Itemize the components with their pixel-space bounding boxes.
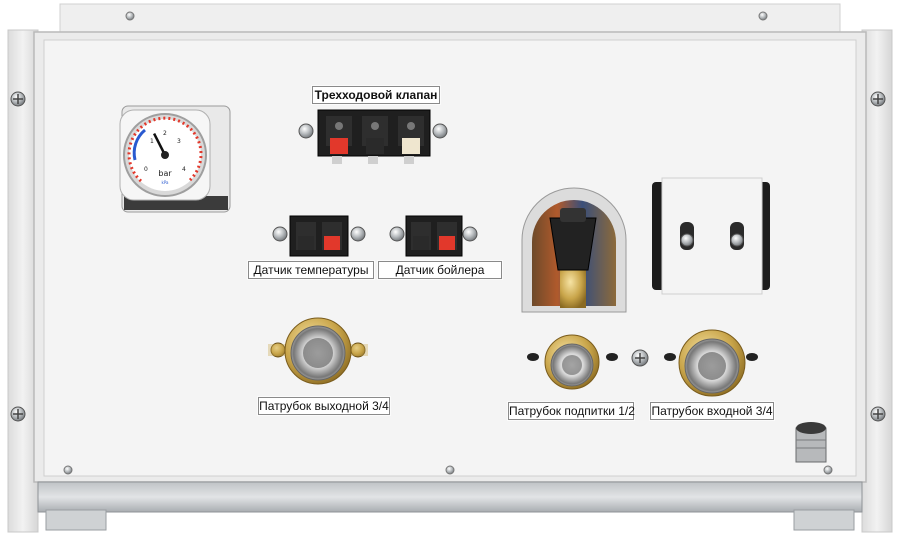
gauge-tick-3: 3 — [177, 138, 181, 145]
gauge-tick-4: 4 — [182, 166, 186, 173]
screw-icon — [823, 465, 833, 475]
valve-knob-icon — [521, 187, 627, 313]
screw-icon — [445, 465, 455, 475]
label-outlet-pipe: Патрубок выходной 3/4 — [258, 397, 390, 415]
screw-icon — [870, 406, 886, 422]
pipe-fitting-icon — [268, 317, 368, 385]
label-inlet-pipe: Патрубок входной 3/4 — [650, 402, 774, 420]
right-foot — [793, 509, 855, 531]
gauge-tick-2: 2 — [163, 130, 167, 137]
screw-icon — [10, 91, 26, 107]
left-foot — [45, 509, 107, 531]
pipe-fitting-icon — [527, 334, 618, 390]
screw-icon — [10, 406, 26, 422]
pressure-gauge-icon — [119, 105, 231, 213]
terminal-block-icon — [272, 215, 366, 257]
screw-icon — [63, 465, 73, 475]
screw-icon — [631, 349, 649, 367]
terminal-block-icon — [298, 109, 448, 164]
label-boiler-sensor: Датчик бойлера — [378, 261, 502, 279]
gauge-sub-unit: kPa — [162, 180, 170, 185]
label-makeup-pipe: Патрубок подпитки 1/2 — [508, 402, 635, 420]
gauge-unit: bar — [158, 169, 172, 178]
screw-icon — [758, 11, 768, 21]
label-temperature-sensor: Датчик температуры — [248, 261, 374, 279]
gauge-needle — [152, 133, 167, 156]
pipe-fitting-icon — [795, 422, 827, 463]
terminal-block-icon — [389, 215, 478, 257]
gauge-tick-0: 0 — [144, 166, 148, 173]
screw-icon — [870, 91, 886, 107]
screw-icon — [125, 11, 135, 21]
base-tray — [37, 481, 863, 513]
left-side-rail — [7, 29, 39, 533]
label-three-way-valve: Трехходовой клапан — [312, 86, 440, 104]
pipe-fitting-icon — [664, 329, 758, 397]
bracket-plate — [652, 177, 770, 295]
right-side-rail — [861, 29, 893, 533]
gauge-tick-1: 1 — [150, 138, 154, 145]
